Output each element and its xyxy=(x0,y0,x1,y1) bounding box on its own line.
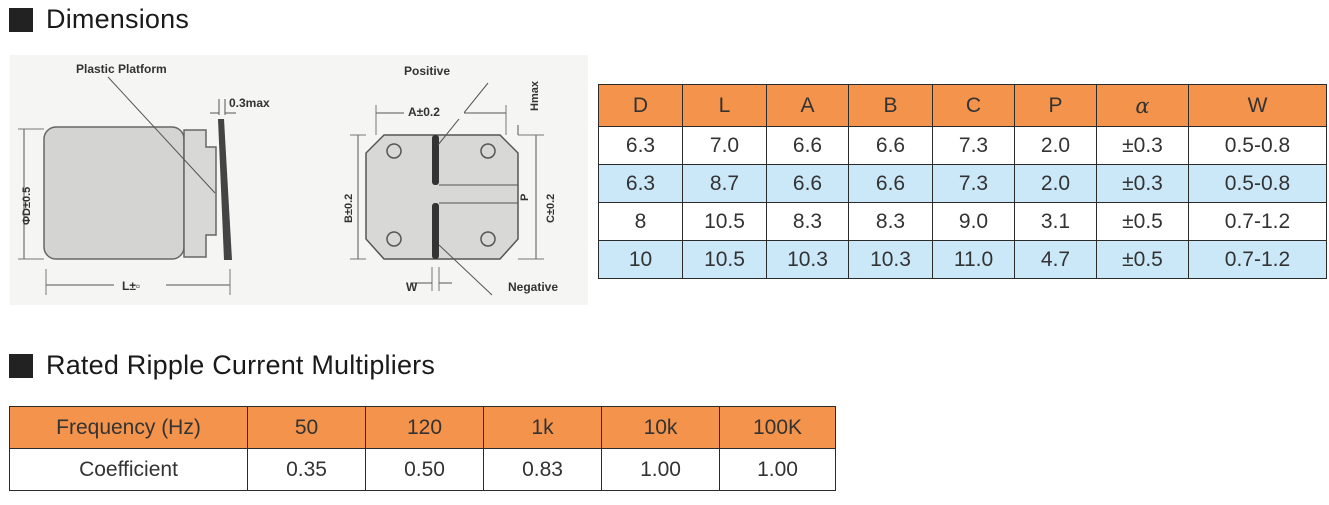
ripple-title: Rated Ripple Current Multipliers xyxy=(46,350,436,380)
header-cell-frequency: Frequency (Hz) xyxy=(9,406,248,449)
header-cell-p: P xyxy=(1014,84,1097,127)
top-view-drawing: Positive Hmax A±0.2 B±0.2 C±0.2 P W Nega… xyxy=(292,55,588,305)
square-bullet-icon xyxy=(9,353,33,378)
table-row: 8 10.5 8.3 8.3 9.0 3.1 ±0.5 0.7-1.2 xyxy=(598,202,1327,241)
table-cell: 9.0 xyxy=(932,202,1015,241)
table-cell: 7.3 xyxy=(932,164,1015,203)
table-cell: ±0.3 xyxy=(1096,126,1189,165)
table-cell: ±0.5 xyxy=(1096,202,1189,241)
table-cell: 0.83 xyxy=(483,448,602,491)
mount-hole xyxy=(386,143,402,159)
table-cell: 8 xyxy=(598,202,683,241)
table-cell: 2.0 xyxy=(1014,126,1097,165)
table-cell: 6.6 xyxy=(766,164,849,203)
plastic-platform-shape xyxy=(183,129,217,258)
header-cell-w: W xyxy=(1188,84,1327,127)
table-cell: 10.5 xyxy=(682,202,767,241)
w-dim-label: W xyxy=(406,280,418,294)
table-cell: 11.0 xyxy=(932,240,1015,279)
table-cell: 8.3 xyxy=(766,202,849,241)
table-cell: 6.6 xyxy=(848,126,933,165)
table-cell: 1.00 xyxy=(601,448,720,491)
table-cell: 10 xyxy=(598,240,683,279)
table-header-row: D L A B C P α W xyxy=(598,84,1327,127)
header-cell: 10k xyxy=(601,406,720,449)
table-cell: ±0.5 xyxy=(1096,240,1189,279)
dimensions-table: D L A B C P α W 6.3 7.0 6.6 6.6 7.3 2.0 … xyxy=(598,84,1327,279)
mount-hole xyxy=(386,231,402,247)
table-cell: 3.1 xyxy=(1014,202,1097,241)
negative-label: Negative xyxy=(508,280,558,294)
capacitor-body xyxy=(43,126,185,260)
table-header-row: Frequency (Hz) 50 120 1k 10k 100K xyxy=(9,406,836,449)
table-row: 6.3 8.7 6.6 6.6 7.3 2.0 ±0.3 0.5-0.8 xyxy=(598,164,1327,203)
table-cell: 0.7-1.2 xyxy=(1188,202,1327,241)
lead-terminal xyxy=(218,119,232,260)
table-cell: 0.5-0.8 xyxy=(1188,164,1327,203)
table-cell: 6.3 xyxy=(598,126,683,165)
length-label: L±▫ xyxy=(122,279,140,293)
table-cell: 2.0 xyxy=(1014,164,1097,203)
base-plate-shape xyxy=(365,134,519,260)
table-row: 6.3 7.0 6.6 6.6 7.3 2.0 ±0.3 0.5-0.8 xyxy=(598,126,1327,165)
table-cell: 10.3 xyxy=(848,240,933,279)
header-cell: 100K xyxy=(719,406,836,449)
header-cell-l: L xyxy=(682,84,767,127)
table-row: Coefficient 0.35 0.50 0.83 1.00 1.00 xyxy=(9,448,836,491)
p-dim-label: P xyxy=(519,194,531,201)
table-cell: 0.50 xyxy=(365,448,484,491)
table-cell: 0.7-1.2 xyxy=(1188,240,1327,279)
table-cell: 4.7 xyxy=(1014,240,1097,279)
table-cell: 10.3 xyxy=(766,240,849,279)
header-cell-c: C xyxy=(932,84,1015,127)
dimensions-title: Dimensions xyxy=(46,4,190,34)
table-cell: 0.35 xyxy=(247,448,366,491)
table-cell: 10.5 xyxy=(682,240,767,279)
negative-lead xyxy=(432,203,439,259)
table-cell: 8.7 xyxy=(682,164,767,203)
diameter-label: ΦD±0.5 xyxy=(21,187,33,225)
header-cell: 50 xyxy=(247,406,366,449)
side-view-drawing: Plastic Platform 0.3max ΦD±0.5 L±▫ xyxy=(10,55,292,305)
table-cell: 7.0 xyxy=(682,126,767,165)
header-cell-b: B xyxy=(848,84,933,127)
positive-lead xyxy=(432,135,439,185)
header-cell: 1k xyxy=(483,406,602,449)
header-cell-a: A xyxy=(766,84,849,127)
table-cell: 0.5-0.8 xyxy=(1188,126,1327,165)
positive-label: Positive xyxy=(404,64,450,78)
table-row: 10 10.5 10.3 10.3 11.0 4.7 ±0.5 0.7-1.2 xyxy=(598,240,1327,279)
header-cell: 120 xyxy=(365,406,484,449)
mount-hole xyxy=(480,231,496,247)
header-cell-alpha: α xyxy=(1096,84,1189,127)
table-cell: 6.3 xyxy=(598,164,683,203)
square-bullet-icon xyxy=(9,7,33,32)
table-cell: 1.00 xyxy=(719,448,836,491)
plastic-platform-label: Plastic Platform xyxy=(76,62,167,76)
c-dim-label: C±0.2 xyxy=(545,194,557,223)
ripple-heading: Rated Ripple Current Multipliers xyxy=(9,350,435,381)
table-cell: 7.3 xyxy=(932,126,1015,165)
ripple-table: Frequency (Hz) 50 120 1k 10k 100K Coeffi… xyxy=(9,406,836,491)
mount-hole xyxy=(480,143,496,159)
thickness-label: 0.3max xyxy=(229,96,270,110)
table-cell: ±0.3 xyxy=(1096,164,1189,203)
hmax-label: Hmax xyxy=(529,80,541,111)
header-cell-d: D xyxy=(598,84,683,127)
table-cell: 6.6 xyxy=(766,126,849,165)
a-dim-label: A±0.2 xyxy=(408,105,440,119)
dimensions-heading: Dimensions xyxy=(9,4,189,35)
coefficient-label: Coefficient xyxy=(9,448,248,491)
table-cell: 6.6 xyxy=(848,164,933,203)
table-cell: 8.3 xyxy=(848,202,933,241)
b-dim-label: B±0.2 xyxy=(343,194,355,223)
